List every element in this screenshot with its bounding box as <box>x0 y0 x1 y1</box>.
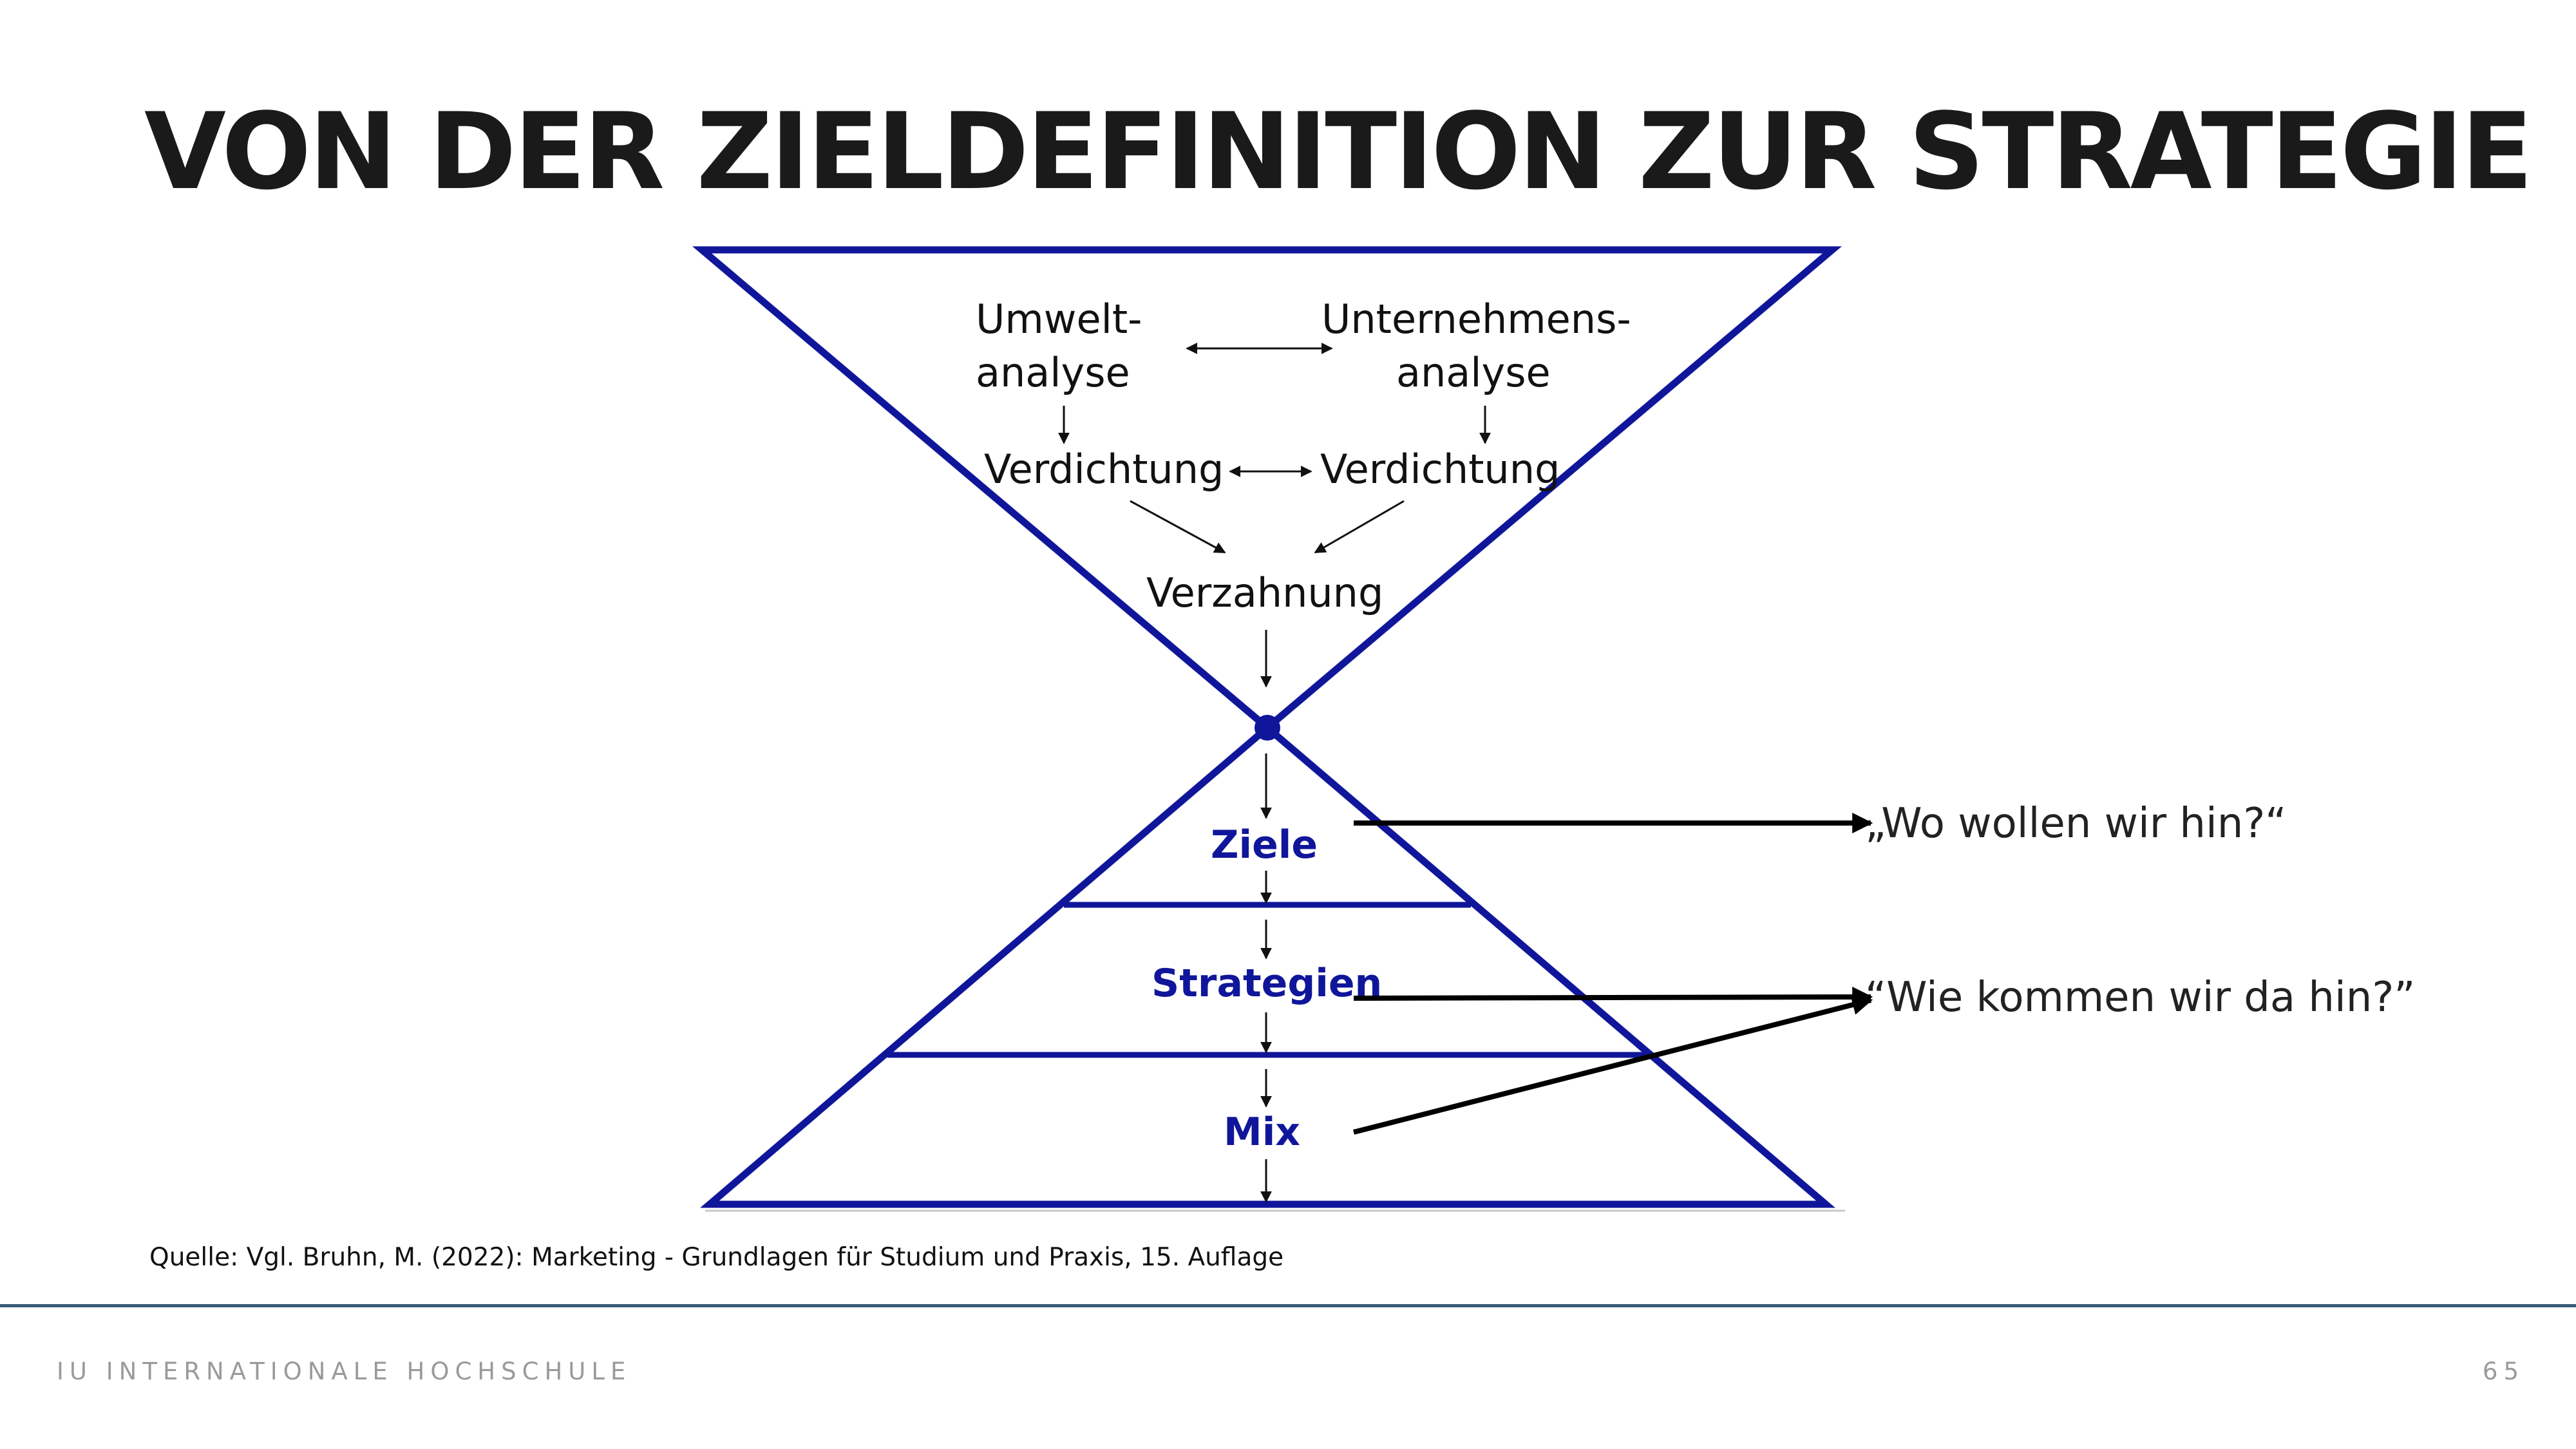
mix-question-arrow <box>1353 994 1873 1135</box>
footer-divider <box>0 1304 2576 1307</box>
verzahnung-label: Verzahnung <box>1146 569 1383 616</box>
unternehmens-analyse-label-2: analyse <box>1396 349 1551 396</box>
question-wo-wollen-wir-hin: „Wo wollen wir hin?“ <box>1865 800 2286 848</box>
strategien-label: Strategien <box>1151 961 1382 1006</box>
analysis-funnel <box>692 246 1842 733</box>
strategien-question-arrow <box>1353 987 1873 1008</box>
diag-arrow-right <box>1314 500 1405 554</box>
umwelt-analyse-label-1: Umwelt- <box>976 296 1142 343</box>
diag-arrow-left <box>1130 500 1226 554</box>
funnel-center-node <box>1255 715 1280 741</box>
unternehmens-analyse-label-1: Unternehmens- <box>1321 296 1631 343</box>
verdichtung-left-label: Verdichtung <box>984 446 1224 493</box>
page-number: 65 <box>2482 1358 2524 1385</box>
slide-title: VON DER ZIELDEFINITION ZUR STRATEGIE <box>144 90 2533 213</box>
question-wie-kommen-wir-da-hin: “Wie kommen wir da hin?” <box>1865 974 2415 1021</box>
mix-label: Mix <box>1224 1110 1300 1155</box>
institution-name: IU INTERNATIONALE HOCHSCHULE <box>57 1358 632 1385</box>
umwelt-analyse-label-2: analyse <box>976 349 1130 396</box>
ziele-label: Ziele <box>1211 822 1318 867</box>
planning-pyramid <box>700 723 1835 1208</box>
source-citation: Quelle: Vgl. Bruhn, M. (2022): Marketing… <box>149 1243 1284 1272</box>
verdichtung-right-label: Verdichtung <box>1320 446 1560 493</box>
